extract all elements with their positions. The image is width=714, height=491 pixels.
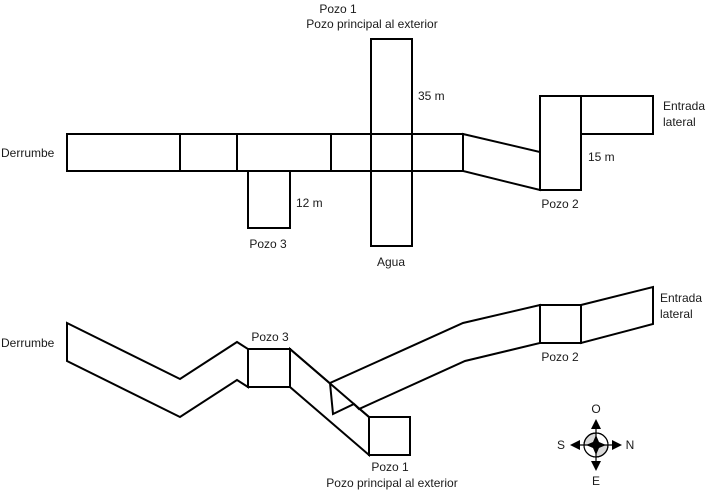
entrada-lateral-passage-side xyxy=(580,285,654,345)
gallery-segment-1 xyxy=(66,133,181,172)
compass-top-label: O xyxy=(591,402,600,416)
entrada-label-line2: lateral xyxy=(663,115,696,129)
arrow-right-icon xyxy=(612,440,622,450)
pozo3-shaft xyxy=(247,170,291,229)
pozo1-title-label: Pozo 1 xyxy=(319,2,357,16)
top-view: Pozo 1 Pozo principal al exterior 35 m A… xyxy=(1,2,705,269)
pozo3-chamber xyxy=(247,348,291,388)
pozo1-depth-label: 35 m xyxy=(418,89,445,103)
side-entrada-label-line2: lateral xyxy=(660,307,693,321)
gallery-segment-2 xyxy=(179,133,238,172)
derrumbe-passage xyxy=(66,321,249,419)
entrada-label-line1: Entrada xyxy=(663,99,705,113)
pozo3-label: Pozo 3 xyxy=(249,237,287,251)
slanted-passage xyxy=(462,132,541,192)
entrada-lateral-passage xyxy=(580,95,654,135)
side-pozo3-label: Pozo 3 xyxy=(251,330,289,344)
compass-bottom-label: E xyxy=(592,474,600,488)
pozo1-subtitle-label: Pozo principal al exterior xyxy=(306,17,437,31)
side-entrada-label-line1: Entrada xyxy=(660,291,702,305)
side-derrumbe-label: Derrumbe xyxy=(1,336,55,350)
pozo2-label: Pozo 2 xyxy=(541,197,579,211)
arrow-down-icon xyxy=(591,461,601,471)
compass-left-label: S xyxy=(557,438,565,452)
side-pozo1-title-label: Pozo 1 xyxy=(371,460,409,474)
pozo2-shaft xyxy=(539,95,582,191)
derrumbe-label: Derrumbe xyxy=(1,146,55,160)
arrow-left-icon xyxy=(570,440,580,450)
compass-right-label: N xyxy=(626,438,635,452)
side-view: Derrumbe Pozo 3 Pozo 2 Entrada lateral P… xyxy=(1,285,702,490)
compass-rose-icon: O E S N xyxy=(557,402,634,488)
side-pozo1-subtitle-label: Pozo principal al exterior xyxy=(326,476,457,490)
agua-label: Agua xyxy=(377,255,405,269)
gallery-segment-3 xyxy=(236,133,332,172)
gallery-segment-5 xyxy=(411,133,464,172)
arrow-up-icon xyxy=(591,419,601,429)
pozo1-shaft xyxy=(370,38,413,247)
side-pozo2-label: Pozo 2 xyxy=(541,350,579,364)
gallery-segment-4 xyxy=(330,133,372,172)
pozo1-chamber xyxy=(368,416,411,456)
descending-upper-edge xyxy=(289,348,370,418)
rising-passage xyxy=(328,303,541,416)
compass-star xyxy=(586,435,606,455)
pozo2-chamber xyxy=(539,304,582,344)
pozo2-depth-label: 15 m xyxy=(588,150,615,164)
pozo3-depth-label: 12 m xyxy=(296,196,323,210)
